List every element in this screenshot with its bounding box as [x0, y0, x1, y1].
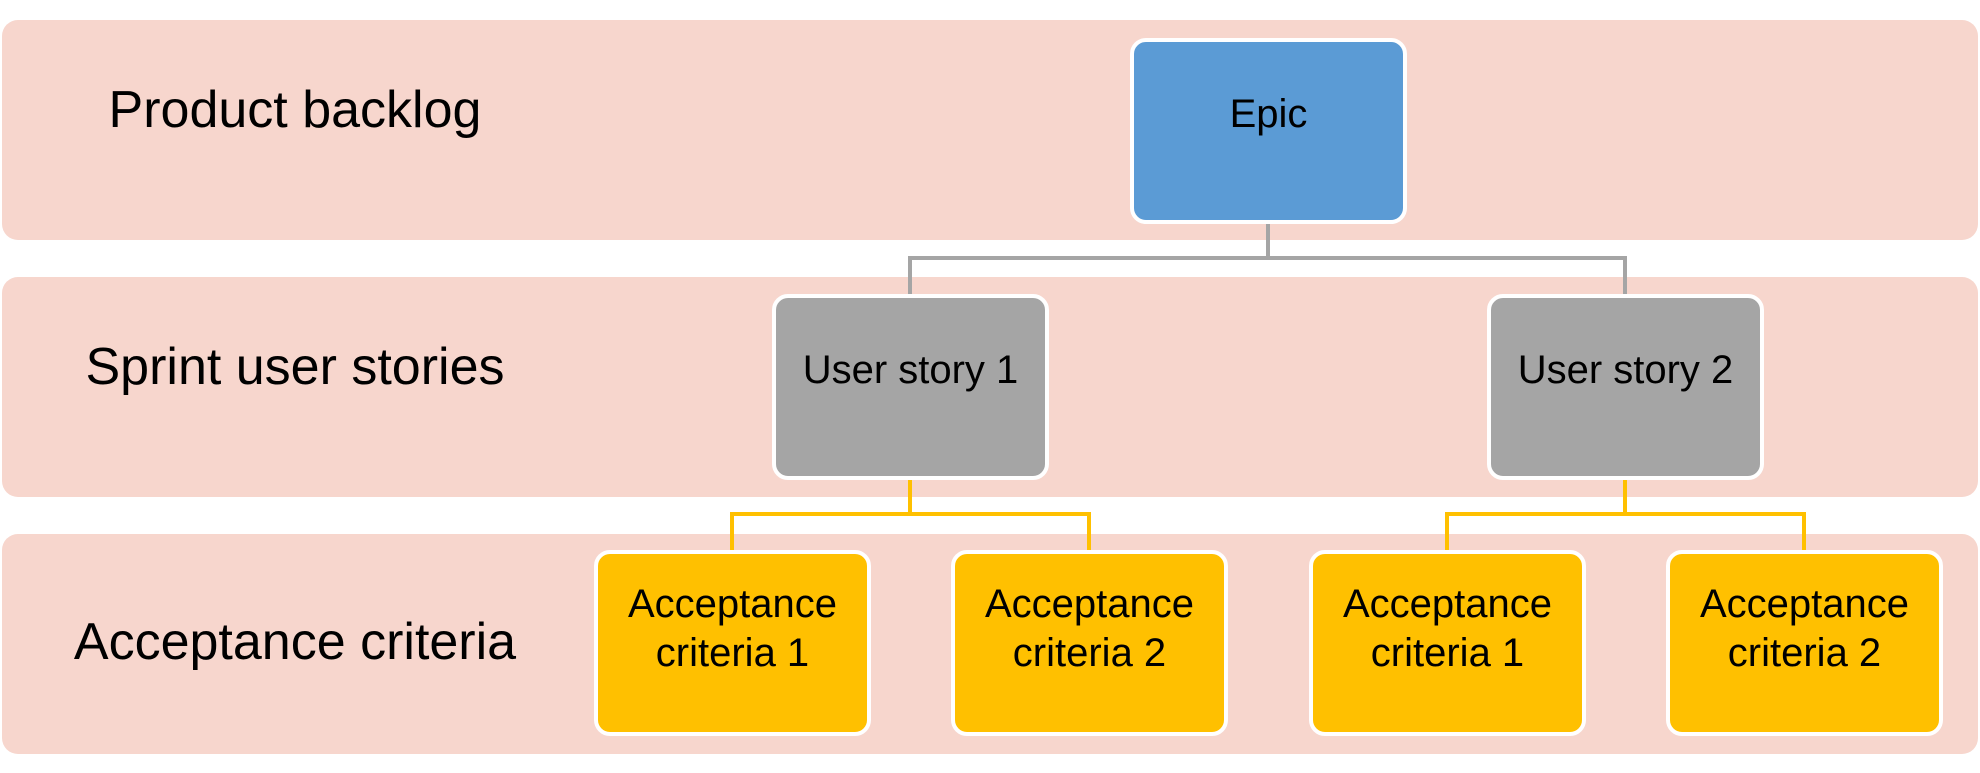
acceptance-criteria-node: Acceptance criteria 2 — [951, 550, 1228, 736]
epic-node: Epic — [1130, 38, 1407, 224]
user-story-2-node: User story 2 — [1487, 294, 1764, 480]
acceptance-criteria-node: Acceptance criteria 1 — [1309, 550, 1586, 736]
level-label-acceptance-criteria: Acceptance criteria — [73, 613, 517, 671]
acceptance-criteria-node: Acceptance criteria 1 — [594, 550, 871, 736]
band-product-backlog — [2, 20, 1978, 240]
level-label-product-backlog: Product backlog — [108, 81, 482, 139]
level-label-sprint-user-stories: Sprint user stories — [85, 338, 505, 396]
user-story-1-node: User story 1 — [772, 294, 1049, 480]
acceptance-criteria-node: Acceptance criteria 2 — [1666, 550, 1943, 736]
